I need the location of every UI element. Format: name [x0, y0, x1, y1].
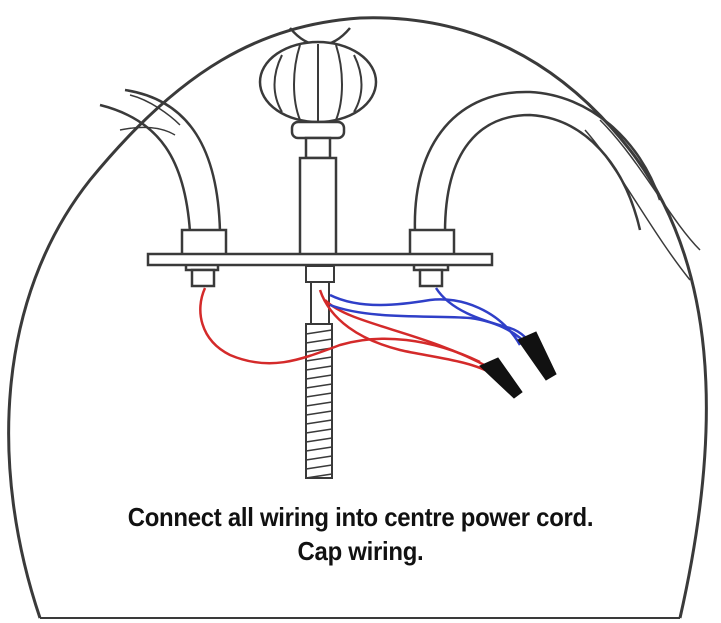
rod-thread [305, 473, 333, 479]
wire-caps [479, 331, 557, 399]
wire-cap-left [479, 357, 523, 399]
rod-thread [305, 374, 333, 380]
rod-thread [305, 428, 333, 434]
rod-thread [305, 356, 333, 362]
rod-thread [305, 464, 333, 470]
rod-thread [305, 437, 333, 443]
rod-thread [305, 410, 333, 416]
globe-outline [7, 16, 708, 619]
rod-thread [305, 338, 333, 344]
rod-thread [305, 419, 333, 425]
cross-bar [146, 252, 494, 267]
rod-thread [305, 446, 333, 452]
rod-thread [305, 383, 333, 389]
finial [258, 27, 378, 140]
caption-line-1: Connect all wiring into centre power cor… [127, 502, 594, 532]
wire-cap-right [517, 331, 557, 381]
threaded-rod [305, 265, 335, 479]
rod-thread [305, 455, 333, 461]
caption-line-2: Cap wiring. [297, 536, 424, 566]
rod-thread [305, 365, 333, 371]
centre-stem [298, 136, 338, 258]
rod-thread [305, 401, 333, 407]
rod-thread [305, 392, 333, 398]
rod-thread [305, 329, 333, 335]
